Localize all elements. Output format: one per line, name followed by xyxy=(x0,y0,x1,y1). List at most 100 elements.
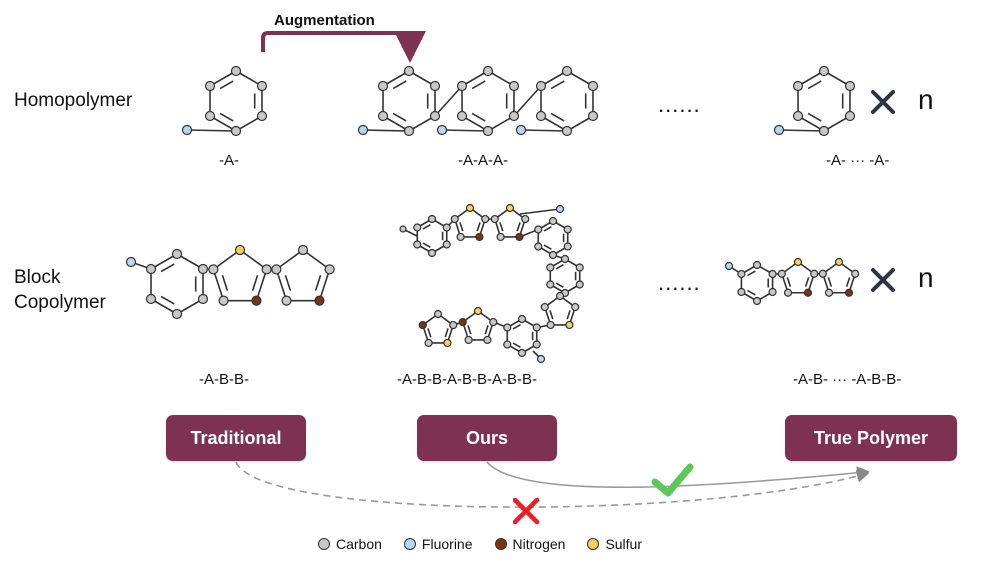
carbon-atom xyxy=(824,288,834,297)
carbon-atom xyxy=(587,80,599,92)
carbon-atom xyxy=(532,340,541,349)
bond xyxy=(512,323,521,330)
nitrogen-atom xyxy=(251,295,262,306)
carbon-atom xyxy=(818,269,827,278)
times-icon xyxy=(871,268,895,292)
repeat-n-block-copolymer: n xyxy=(918,262,934,293)
bond xyxy=(392,112,407,122)
carbon-atom xyxy=(517,348,527,358)
carbon-atom xyxy=(403,125,415,137)
bond xyxy=(219,80,234,90)
carbon-atom xyxy=(230,125,242,137)
carbon-atom xyxy=(508,80,520,92)
bond xyxy=(807,80,822,90)
bond xyxy=(778,129,825,132)
carbon-atom xyxy=(413,240,422,249)
red-cross-icon xyxy=(512,497,540,525)
carbon-atom xyxy=(555,291,565,301)
carbon-atom xyxy=(575,280,584,289)
bond xyxy=(512,342,521,349)
legend-item-fluorine: Fluorine xyxy=(403,536,473,552)
bond xyxy=(471,112,486,122)
nitrogen-atom xyxy=(314,295,325,306)
carbon-atom xyxy=(483,335,492,345)
sulfur-atom xyxy=(834,257,844,267)
legend-item-sulfur: Sulfur xyxy=(587,536,642,552)
carbon-atom xyxy=(427,248,437,258)
bond xyxy=(221,274,229,291)
times-icon xyxy=(871,90,895,114)
sulfur-atom xyxy=(473,306,483,316)
traditional-button[interactable]: Traditional xyxy=(166,415,306,461)
bond xyxy=(543,225,552,232)
sulfur-atom xyxy=(465,203,475,213)
carbon-atom xyxy=(521,214,530,224)
bond xyxy=(516,222,521,232)
nitrogen-atom xyxy=(515,232,524,242)
bond xyxy=(520,129,568,132)
carbon-atom xyxy=(737,269,746,279)
carbon-atom xyxy=(768,287,777,297)
bond xyxy=(827,277,833,287)
carbon-atom xyxy=(271,264,282,275)
carbon-atom xyxy=(503,340,512,349)
bond xyxy=(441,129,489,132)
formula-block-true: -A-B- ··· -A-B-B- xyxy=(793,371,902,388)
carbon-atom xyxy=(456,110,468,122)
carbon-atom xyxy=(377,110,389,122)
bond xyxy=(519,208,561,215)
ours-button[interactable]: Ours xyxy=(417,415,557,461)
carbon-atom xyxy=(429,80,441,92)
fluorine-dot-icon xyxy=(403,538,416,550)
row-label-homopolymer: Homopolymer xyxy=(14,90,133,111)
carbon-atom xyxy=(442,240,451,249)
formula-homo-single: -A- xyxy=(219,152,239,169)
nitrogen-atom xyxy=(458,317,467,327)
carbon-atom xyxy=(563,225,572,234)
bond xyxy=(219,112,234,122)
carbon-atom xyxy=(587,110,599,122)
carbon-atom xyxy=(464,335,473,345)
bond xyxy=(275,269,288,301)
legend-label: Nitrogen xyxy=(512,536,566,552)
carbon-atom xyxy=(535,80,547,92)
carbon-atom xyxy=(256,110,268,122)
bond xyxy=(427,328,432,338)
carbon-atom xyxy=(752,260,762,270)
carbon-atom xyxy=(413,223,422,232)
repeat-n-homopolymer: n xyxy=(918,84,934,115)
fluorine-atom xyxy=(773,124,785,136)
legend-label: Fluorine xyxy=(421,536,473,552)
carbon-atom xyxy=(261,264,272,275)
carbon-atom xyxy=(281,295,292,306)
nitrogen-atom xyxy=(803,288,813,297)
bond xyxy=(212,249,241,270)
carbon-atom xyxy=(561,65,573,77)
carbon-atom xyxy=(496,232,505,242)
carbon-atom xyxy=(481,214,490,224)
bond xyxy=(467,325,472,335)
bond xyxy=(747,270,756,277)
bond xyxy=(392,80,407,90)
true-polymer-button[interactable]: True Polymer xyxy=(785,415,957,461)
legend-item-nitrogen: Nitrogen xyxy=(494,536,566,552)
carbon-atom xyxy=(503,323,512,332)
sulfur-atom xyxy=(443,338,452,348)
carbon-atom xyxy=(324,264,335,275)
ours-to-true-polymer-curve xyxy=(486,461,870,489)
augmentation-arrow xyxy=(261,31,426,63)
bond xyxy=(747,289,756,296)
sulfur-atom xyxy=(793,257,803,267)
bond xyxy=(807,112,822,122)
nitrogen-atom xyxy=(418,320,427,330)
legend-label: Sulfur xyxy=(605,536,643,552)
carbon-atom xyxy=(548,216,558,226)
row-label-block-copolymer: Block Copolymer xyxy=(14,267,106,313)
carbon-atom xyxy=(810,269,819,278)
bond xyxy=(543,244,552,251)
carbon-atom xyxy=(535,110,547,122)
carbon-atom xyxy=(844,80,856,92)
bond xyxy=(422,223,431,230)
molecule-structures xyxy=(125,65,860,364)
traditional-to-true-polymer-curve xyxy=(235,461,870,508)
